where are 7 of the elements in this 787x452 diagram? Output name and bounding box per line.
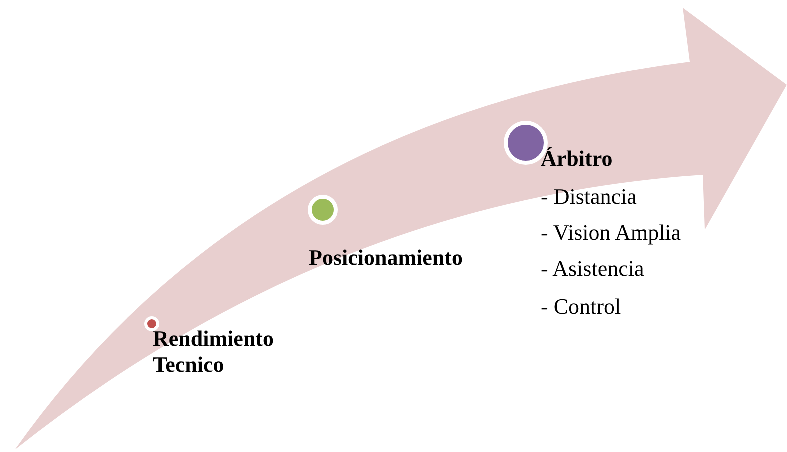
step-title: Árbitro xyxy=(541,146,614,172)
list-item: - Vision Amplia xyxy=(541,220,682,246)
list-item: - Asistencia xyxy=(541,256,646,282)
list-item: - Distancia xyxy=(541,184,638,210)
step-label: Rendimiento Tecnico xyxy=(153,326,323,378)
step-label: Posicionamiento xyxy=(309,245,529,271)
list-item: - Control xyxy=(541,294,622,320)
